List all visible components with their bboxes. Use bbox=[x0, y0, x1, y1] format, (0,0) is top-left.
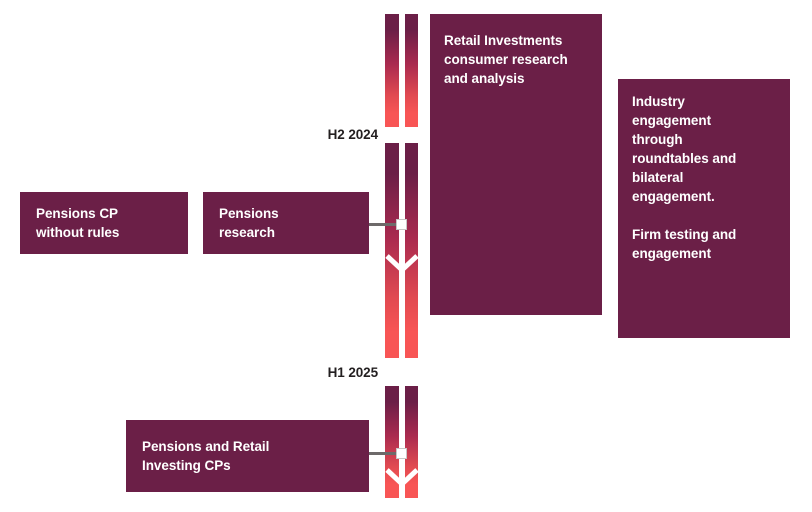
period-label-h2-2024: H2 2024 bbox=[327, 127, 378, 142]
box-pensions-research-label: Pensions research bbox=[219, 206, 279, 240]
box-retail-investments-consumer-research[interactable]: Retail Investments consumer research and… bbox=[430, 14, 602, 315]
milestone-marker-pensions-research[interactable] bbox=[396, 219, 407, 230]
connector-line-pensions-retail-cps bbox=[369, 452, 397, 455]
box-retail-investments-label: Retail Investments consumer research and… bbox=[444, 33, 568, 86]
period-label-h1-2025: H1 2025 bbox=[327, 365, 378, 380]
box-pensions-retail-label: Pensions and Retail Investing CPs bbox=[142, 439, 270, 473]
timeline-center-gap bbox=[399, 14, 405, 498]
box-pensions-research[interactable]: Pensions research bbox=[203, 192, 369, 254]
connector-line-pensions-research bbox=[369, 223, 397, 226]
box-pensions-and-retail-investing-cps[interactable]: Pensions and Retail Investing CPs bbox=[126, 420, 369, 492]
milestone-marker-pensions-retail-cps[interactable] bbox=[396, 448, 407, 459]
box-pensions-cp-label: Pensions CP without rules bbox=[36, 206, 120, 240]
timeline-bar-right-segment-2 bbox=[404, 143, 418, 358]
timeline-bar-left-segment-1 bbox=[385, 14, 399, 127]
box-industry-engagement[interactable]: Industry engagement through roundtables … bbox=[618, 79, 790, 338]
timeline-bar-left-segment-2 bbox=[385, 143, 399, 358]
timeline-bar-right-segment-1 bbox=[404, 14, 418, 127]
box-industry-engagement-label: Industry engagement through roundtables … bbox=[632, 94, 737, 261]
box-pensions-cp-without-rules[interactable]: Pensions CP without rules bbox=[20, 192, 188, 254]
